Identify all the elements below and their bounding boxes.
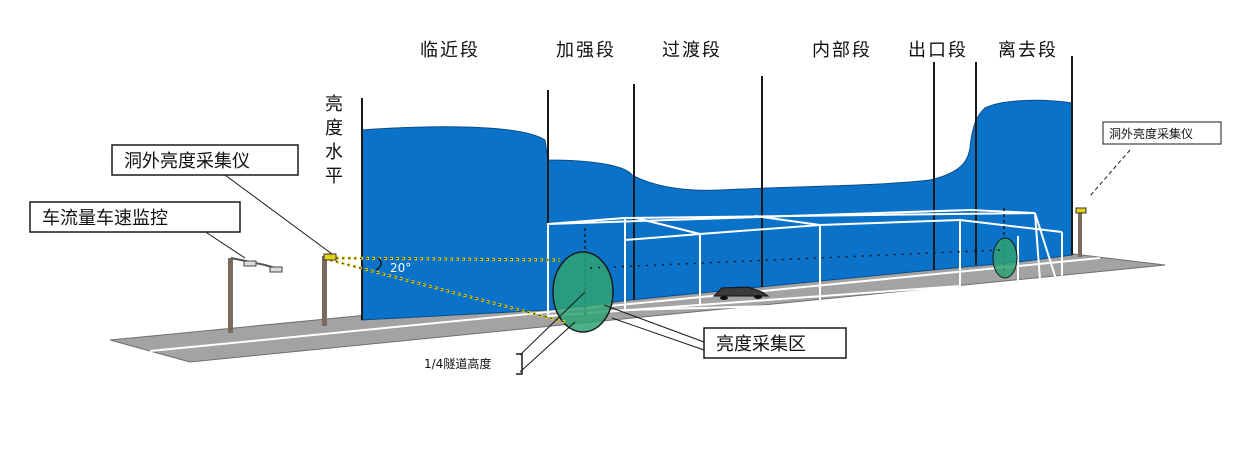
callout-outdoor-left-box [111, 144, 299, 176]
callout-outdoor-left: 洞外亮度采集仪 [124, 151, 250, 172]
quarter-bracket [516, 353, 523, 375]
callout-quarter-height: 1/4隧道高度 [424, 356, 491, 371]
luminance-profile [361, 99, 1073, 321]
zone-label-approach: 临近段 [420, 40, 480, 61]
leader-quarter-b [519, 321, 576, 373]
callout-outdoor-right-box [1102, 121, 1222, 145]
tunnel-wireframe [547, 209, 1063, 318]
leader-outdoor-left [224, 174, 333, 255]
zone-label-interior: 内部段 [812, 40, 872, 61]
sensor-head-icon-right [1075, 207, 1087, 214]
leader-collection-2 [611, 317, 705, 351]
zone-label-threshold: 加强段 [556, 40, 616, 61]
monitor-pole [228, 258, 233, 333]
angle-label: 20° [390, 261, 411, 275]
leader-collection [603, 304, 705, 343]
sensor-pole [322, 256, 327, 326]
collection-zone-ellipse-far [992, 237, 1018, 279]
car-icon [712, 286, 770, 300]
angle-arc [375, 257, 382, 271]
zone-label-exit: 出口段 [908, 40, 968, 61]
callout-collection-box [703, 327, 847, 359]
luminance-axis-label: 亮 度 水 平 [325, 94, 349, 187]
callout-traffic-box [29, 201, 241, 233]
callout-traffic: 车流量车速监控 [42, 208, 168, 229]
zone-label-transition: 过渡段 [662, 40, 722, 61]
camera-icon-2 [269, 266, 283, 273]
sight-line-lower-dark [329, 259, 566, 323]
leader-quarter-a [519, 291, 586, 356]
leader-outdoor-right [1089, 149, 1131, 197]
sensor-head-icon [323, 253, 337, 261]
zone-label-departure: 离去段 [998, 40, 1058, 61]
collection-zone-ellipse [552, 251, 614, 333]
sensor-pole-right [1078, 212, 1082, 257]
camera-icon [243, 260, 257, 267]
callout-collection: 亮度采集区 [716, 334, 806, 355]
sight-line-upper-dark [329, 257, 561, 261]
callout-outdoor-right: 洞外亮度采集仪 [1109, 126, 1193, 141]
